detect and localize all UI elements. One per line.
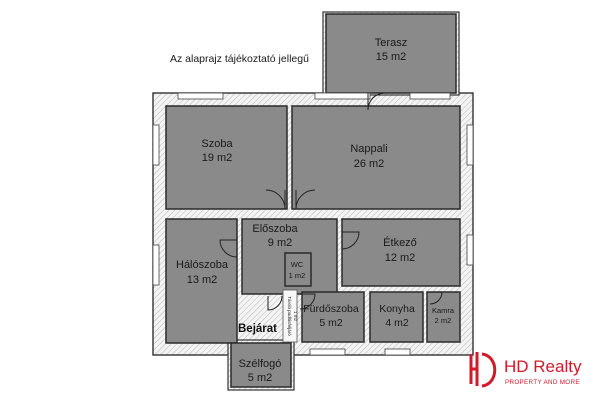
room-terasz: Terasz 15 m2 bbox=[325, 13, 457, 94]
room-szelfogo: Szélfogó 5 m2 bbox=[230, 342, 292, 388]
room-area: 19 m2 bbox=[202, 152, 233, 164]
room-area: 5 m2 bbox=[248, 372, 272, 384]
room-area: 15 m2 bbox=[376, 51, 407, 63]
room-name: Kamra bbox=[432, 306, 455, 315]
room-haloszoba: Hálószoba 13 m2 bbox=[165, 218, 238, 344]
room-name: Nappali bbox=[350, 143, 387, 155]
logo-brand: HD Realty bbox=[504, 357, 582, 376]
room-area: 9 m2 bbox=[268, 237, 292, 249]
storage-stair: Tároló padlásfeljáró 1 m2 bbox=[282, 289, 298, 343]
disclaimer-note: Az alaprajz tájékoztató jellegű bbox=[170, 53, 309, 65]
room-name: WC bbox=[291, 260, 304, 269]
storage-area: 1 m2 bbox=[293, 311, 298, 322]
storage-label: Tároló padlásfeljáró bbox=[287, 296, 292, 336]
room-area: 4 m2 bbox=[385, 317, 409, 329]
door-swings bbox=[219, 92, 443, 311]
room-name: Szoba bbox=[201, 138, 233, 150]
windows bbox=[152, 92, 474, 356]
room-area: 2 m2 bbox=[435, 316, 452, 325]
room-kamra: Kamra 2 m2 bbox=[426, 291, 461, 343]
room-name: Terasz bbox=[375, 37, 407, 49]
room-name: Hálószoba bbox=[176, 259, 229, 271]
logo-mark-icon bbox=[469, 352, 497, 388]
room-name: Szélfogó bbox=[239, 358, 282, 370]
room-name: Konyha bbox=[379, 303, 415, 315]
room-area: 12 m2 bbox=[385, 252, 416, 264]
room-furdoszoba: Fürdőszoba 5 m2 bbox=[301, 291, 365, 343]
room-wc: WC 1 m2 bbox=[284, 252, 312, 287]
room-etkezo: Étkező 12 m2 bbox=[341, 218, 461, 287]
room-area: 13 m2 bbox=[187, 274, 218, 286]
room-szoba: Szoba 19 m2 bbox=[165, 105, 288, 210]
entrance-label: Bejárat bbox=[238, 323, 277, 335]
room-area: 5 m2 bbox=[319, 317, 343, 329]
hd-realty-logo: HD Realty PROPERTY AND MORE bbox=[469, 352, 582, 388]
logo-tagline: PROPERTY AND MORE bbox=[505, 379, 580, 386]
room-name: Fürdőszoba bbox=[303, 303, 359, 315]
room-konyha: Konyha 4 m2 bbox=[369, 291, 424, 343]
room-area: 26 m2 bbox=[354, 158, 385, 170]
room-nappali: Nappali 26 m2 bbox=[291, 105, 461, 210]
room-name: Étkező bbox=[383, 236, 417, 249]
room-name: Előszoba bbox=[252, 223, 298, 235]
room-area: 1 m2 bbox=[289, 271, 306, 280]
